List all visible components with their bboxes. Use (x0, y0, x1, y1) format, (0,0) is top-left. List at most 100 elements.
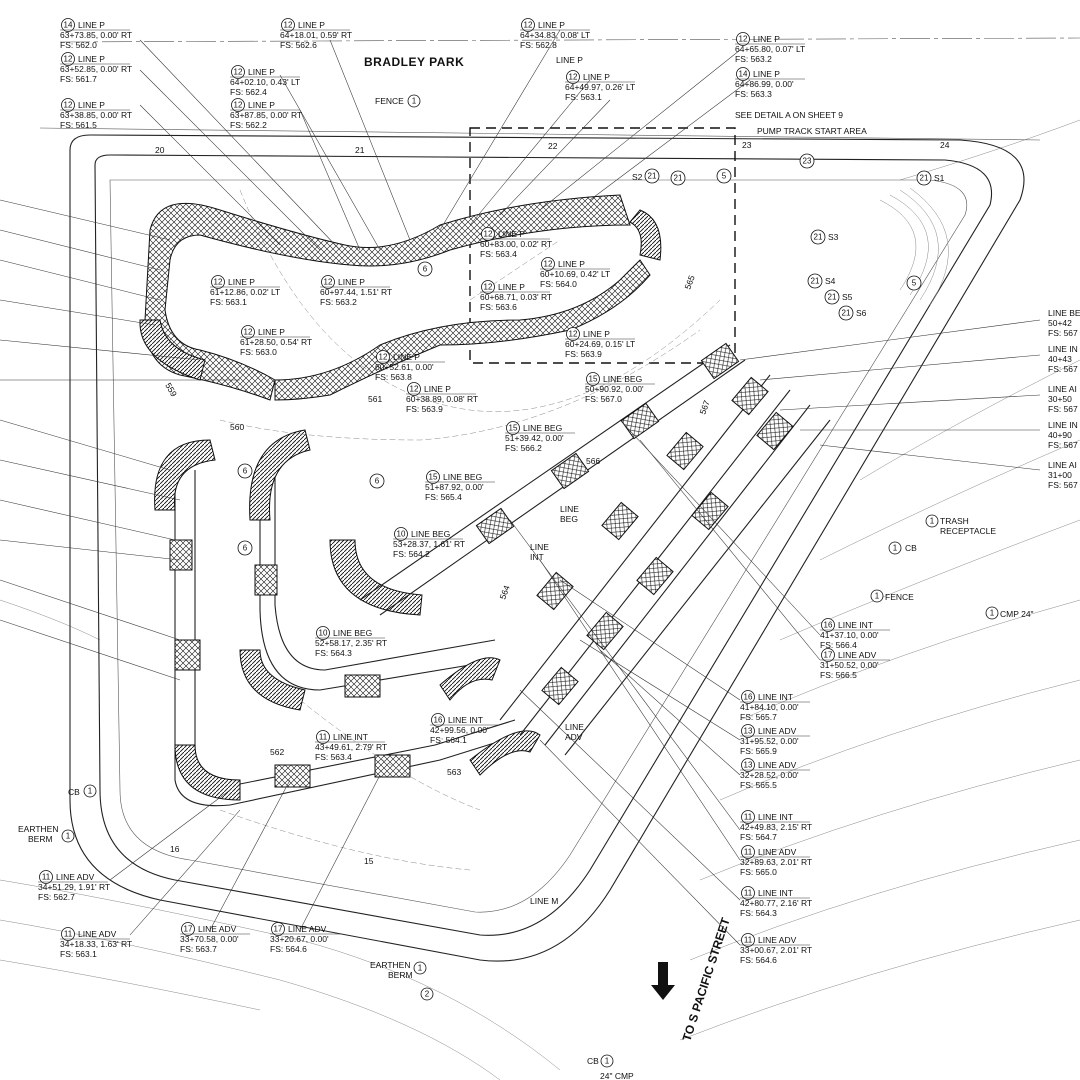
callout-line: 41+37.10, 0.00' (820, 630, 879, 640)
callout-number: 21 (920, 174, 929, 183)
callout-circle (376, 350, 390, 364)
callout-line: FS: 564.6 (740, 955, 777, 965)
earthen-berm-line: EARTHEN (370, 960, 410, 970)
perimeter-path (69, 134, 1025, 962)
callout-line: LINE ADV (838, 650, 877, 660)
right-edge-callout-line: 40+43 (1048, 354, 1072, 364)
callout-line: FS: 564.6 (270, 944, 307, 954)
callout-number: 17 (274, 925, 283, 934)
callout-number: 2 (425, 990, 430, 999)
callout-circle (61, 927, 75, 941)
callout-number: 21 (814, 233, 823, 242)
earthen-berm-line: BERM (28, 834, 53, 844)
callout-line: LINE P (498, 229, 525, 239)
callout-number: 11 (744, 889, 753, 898)
callout-number: 12 (524, 21, 533, 30)
callout-line: FS: 563.2 (320, 297, 357, 307)
right-edge-callout-line: LINE AI (1048, 384, 1077, 394)
right-edge-callout-line: LINE AI (1048, 460, 1077, 470)
callout-circle (316, 730, 330, 744)
station-tick: 21 (355, 145, 365, 155)
station-tick: 20 (155, 145, 165, 155)
right-edge-callout-line: FS: 567 (1048, 328, 1078, 338)
callout-line: 33+70.58, 0.00' (180, 934, 239, 944)
callout-line: LINE INT (758, 888, 793, 898)
callout-number: 11 (64, 930, 73, 939)
callout-line: FS: 563.4 (480, 249, 517, 259)
structure-tag: S1 (934, 173, 945, 183)
callout-line: LINE INT (838, 620, 873, 630)
catch-basin-label: CB (905, 543, 917, 553)
fence-label: FENCE (375, 96, 404, 106)
callout-line: 32+28.52, 0.00' (740, 770, 799, 780)
callout-line: FS: 567.0 (585, 394, 622, 404)
callout-line: 64+34.83, 0.08' LT (520, 30, 590, 40)
callout-circle (741, 933, 755, 947)
callout-line: FS: 565.4 (425, 492, 462, 502)
callout-line: 34+18.33, 1.63' RT (60, 939, 132, 949)
diagonal-lines (359, 342, 831, 756)
callout-line: 60+10.69, 0.42' LT (540, 269, 610, 279)
callout-line: 61+28.50, 0.54' RT (240, 337, 312, 347)
callout-number: 12 (234, 68, 243, 77)
catch-basin-label: CB (587, 1056, 599, 1066)
callout-circle (61, 98, 75, 112)
callout-line: LINE INT (758, 692, 793, 702)
callout-number: 10 (397, 530, 406, 539)
callout-number: 21 (648, 172, 657, 181)
fence-label: FENCE (885, 592, 914, 602)
line-int-line: INT (530, 552, 544, 562)
callout-line: 60+24.69, 0.15' LT (565, 339, 635, 349)
callout-line: FS: 566.2 (505, 443, 542, 453)
right-edge-callout-line: 50+42 (1048, 318, 1072, 328)
callout-circle (741, 690, 755, 704)
page-title: BRADLEY PARK (364, 55, 464, 69)
callout-number: 14 (739, 70, 748, 79)
callout-line: 64+02.10, 0.43' LT (230, 77, 300, 87)
callout-line: FS: 563.9 (565, 349, 602, 359)
callout-number: 12 (484, 230, 493, 239)
detail-reference-note: SEE DETAIL A ON SHEET 9 (735, 110, 843, 120)
structure-tag: S4 (825, 276, 836, 286)
callout-circle (321, 275, 335, 289)
callout-line: FS: 563.7 (180, 944, 217, 954)
callout-line: LINE BEG (333, 628, 372, 638)
callout-line: LINE P (538, 20, 565, 30)
callout-circle (271, 922, 285, 936)
callout-number: 1 (66, 832, 71, 841)
callout-line: 60+97.44, 1.51' RT (320, 287, 392, 297)
callout-line: LINE INT (448, 715, 483, 725)
callout-circle (407, 382, 421, 396)
callout-number: 1 (930, 517, 935, 526)
right-edge-callout-line: LINE IN (1048, 344, 1078, 354)
contour-label: 562 (270, 747, 284, 757)
callout-circle (231, 98, 245, 112)
callout-line: FS: 563.8 (375, 372, 412, 382)
contour-label: 563 (447, 767, 461, 777)
callout-line: FS: 563.1 (60, 949, 97, 959)
callout-circle (741, 886, 755, 900)
callout-circle (736, 67, 750, 81)
callout-line: LINE P (558, 259, 585, 269)
callout-line: 31+95.52, 0.00' (740, 736, 799, 746)
down-arrow-icon (651, 962, 675, 1000)
road-direction: TO S PACIFIC STREET (651, 915, 733, 1043)
callout-line: LINE P (248, 100, 275, 110)
callout-line: LINE ADV (288, 924, 327, 934)
callout-number: 6 (243, 544, 248, 553)
right-edge-callout-line: 31+00 (1048, 470, 1072, 480)
callout-line: 33+20.67, 0.00' (270, 934, 329, 944)
callout-line: LINE P (258, 327, 285, 337)
callout-circle (506, 421, 520, 435)
callout-number: 12 (569, 73, 578, 82)
